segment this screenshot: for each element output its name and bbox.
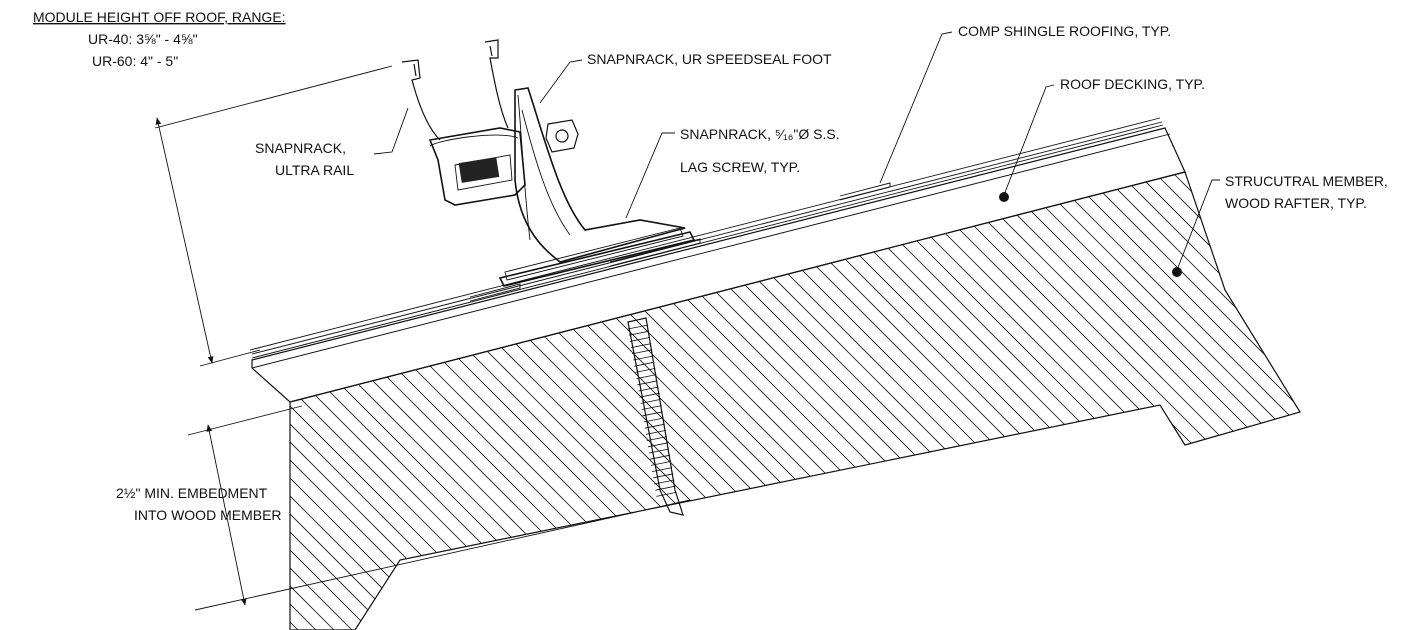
comp-shingle-roofing	[249, 117, 1164, 359]
rail-label-line1: SNAPNRACK,	[255, 140, 346, 156]
height-range-title: MODULE HEIGHT OFF ROOF, RANGE:	[33, 9, 286, 25]
speedseal-foot	[498, 87, 696, 287]
rafter-leader-dot	[1172, 267, 1182, 277]
decking-label: ROOF DECKING, TYP.	[1060, 76, 1205, 92]
height-range-ur40: UR-40: 3⅝" - 4⅝"	[88, 31, 198, 47]
leader-lines	[373, 31, 1220, 271]
height-range-ur60: UR-60: 4" - 5"	[92, 53, 178, 69]
roof-decking	[251, 127, 1186, 403]
decking-leader-dot	[999, 192, 1009, 202]
module-height-dimension	[154, 65, 393, 367]
rafter-label-line2: WOOD RAFTER, TYP.	[1225, 195, 1367, 211]
shingle-label: COMP SHINGLE ROOFING, TYP.	[958, 23, 1171, 39]
embedment-label-line1: 2½" MIN. EMBEDMENT	[116, 485, 268, 501]
rail-label-line2: ULTRA RAIL	[275, 162, 354, 178]
embedment-label-line2: INTO WOOD MEMBER	[134, 507, 282, 523]
foot-label: SNAPNRACK, UR SPEEDSEAL FOOT	[587, 51, 832, 67]
embedment-dimension	[187, 405, 691, 611]
lag-screw-label-line2: LAG SCREW, TYP.	[680, 159, 800, 175]
rafter-label-line1: STRUCUTRAL MEMBER,	[1225, 173, 1388, 189]
wood-rafter	[289, 171, 1301, 630]
lag-screw	[627, 317, 684, 516]
lag-screw-label-line1: SNAPNRACK, ⁵⁄₁₆"Ø S.S.	[680, 126, 840, 142]
ultra-rail	[401, 39, 526, 206]
